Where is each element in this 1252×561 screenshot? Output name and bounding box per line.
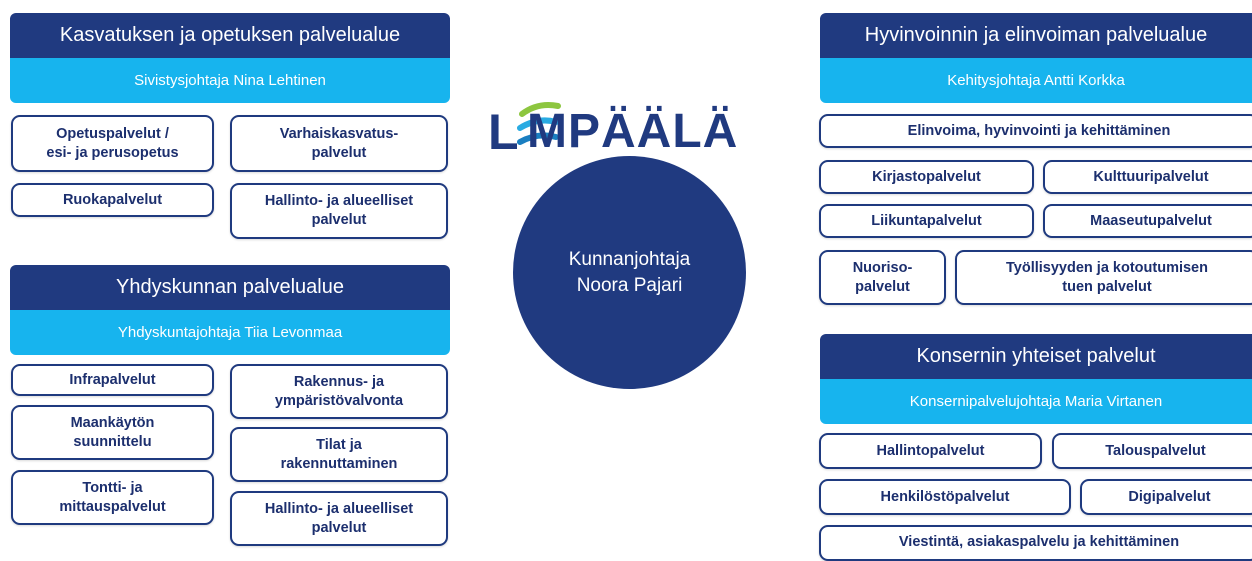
unit-box: Nuoriso- palvelut	[819, 250, 946, 305]
unit-box: Hallinto- ja alueelliset palvelut	[230, 183, 448, 239]
unit-box: Opetuspalvelut / esi- ja perusopetus	[11, 115, 214, 172]
area-title-kasvatus: Kasvatuksen ja opetuksen palvelualue	[10, 13, 450, 58]
area-head-konserni: Konsernipalvelujohtaja Maria Virtanen	[820, 379, 1252, 424]
unit-box: Kirjastopalvelut	[819, 160, 1034, 194]
unit-box: Hallinto- ja alueelliset palvelut	[230, 491, 448, 546]
unit-box: Digipalvelut	[1080, 479, 1252, 515]
ceo-name: Noora Pajari	[576, 274, 683, 296]
ceo-circle: Kunnanjohtaja Noora Pajari	[513, 156, 746, 389]
unit-box: Maaseutupalvelut	[1043, 204, 1252, 238]
unit-box: Ruokapalvelut	[11, 183, 214, 217]
unit-box: Henkilöstöpalvelut	[819, 479, 1071, 515]
unit-box: Tontti- ja mittauspalvelut	[11, 470, 214, 525]
area-head-hyvinvointi: Kehitysjohtaja Antti Korkka	[820, 58, 1252, 103]
unit-box: Infrapalvelut	[11, 364, 214, 396]
unit-box: Kulttuuripalvelut	[1043, 160, 1252, 194]
unit-box: Talouspalvelut	[1052, 433, 1252, 469]
unit-box: Rakennus- ja ympäristövalvonta	[230, 364, 448, 419]
area-head-kasvatus: Sivistysjohtaja Nina Lehtinen	[10, 58, 450, 103]
unit-box: Liikuntapalvelut	[819, 204, 1034, 238]
lempaala-logo: L	[488, 102, 561, 160]
svg-text:L: L	[488, 104, 519, 160]
ceo-title: Kunnanjohtaja	[568, 248, 691, 270]
area-title-hyvinvointi: Hyvinvoinnin ja elinvoiman palvelualue	[820, 13, 1252, 58]
area-title-konserni: Konsernin yhteiset palvelut	[820, 334, 1252, 379]
area-head-yhdyskunta: Yhdyskuntajohtaja Tiia Levonmaa	[10, 310, 450, 355]
unit-box: Hallintopalvelut	[819, 433, 1042, 469]
unit-box: Viestintä, asiakaspalvelu ja kehittämine…	[819, 525, 1252, 561]
area-title-yhdyskunta: Yhdyskunnan palvelualue	[10, 265, 450, 310]
unit-box: Tilat ja rakennuttaminen	[230, 427, 448, 482]
unit-box: Maankäytön suunnittelu	[11, 405, 214, 460]
unit-box: Varhaiskasvatus- palvelut	[230, 115, 448, 172]
unit-box: Työllisyyden ja kotoutumisen tuen palvel…	[955, 250, 1252, 305]
logo-text: MPÄÄLÄ	[527, 105, 739, 158]
unit-box: Elinvoima, hyvinvointi ja kehittäminen	[819, 114, 1252, 148]
